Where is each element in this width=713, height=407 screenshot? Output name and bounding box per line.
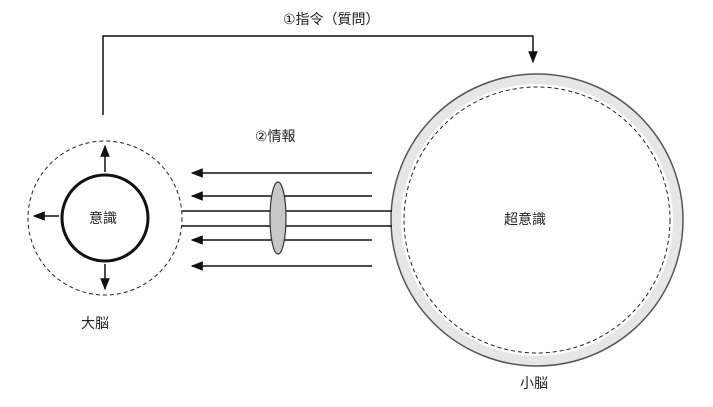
command-label: ①指令（質問） <box>283 12 380 28</box>
superconsciousness-label: 超意識 <box>504 211 546 228</box>
superconsciousness-dashed-ring <box>403 86 671 354</box>
info-label: ②情報 <box>255 129 296 145</box>
filter-lens <box>269 181 287 255</box>
superconsciousness-circle <box>401 84 673 356</box>
cerebrum-label: 大脳 <box>81 316 109 332</box>
consciousness-label: 意識 <box>89 210 117 227</box>
consciousness-circle <box>60 173 150 263</box>
command-arrow <box>102 35 538 115</box>
cerebellum-label: 小脳 <box>520 376 548 392</box>
